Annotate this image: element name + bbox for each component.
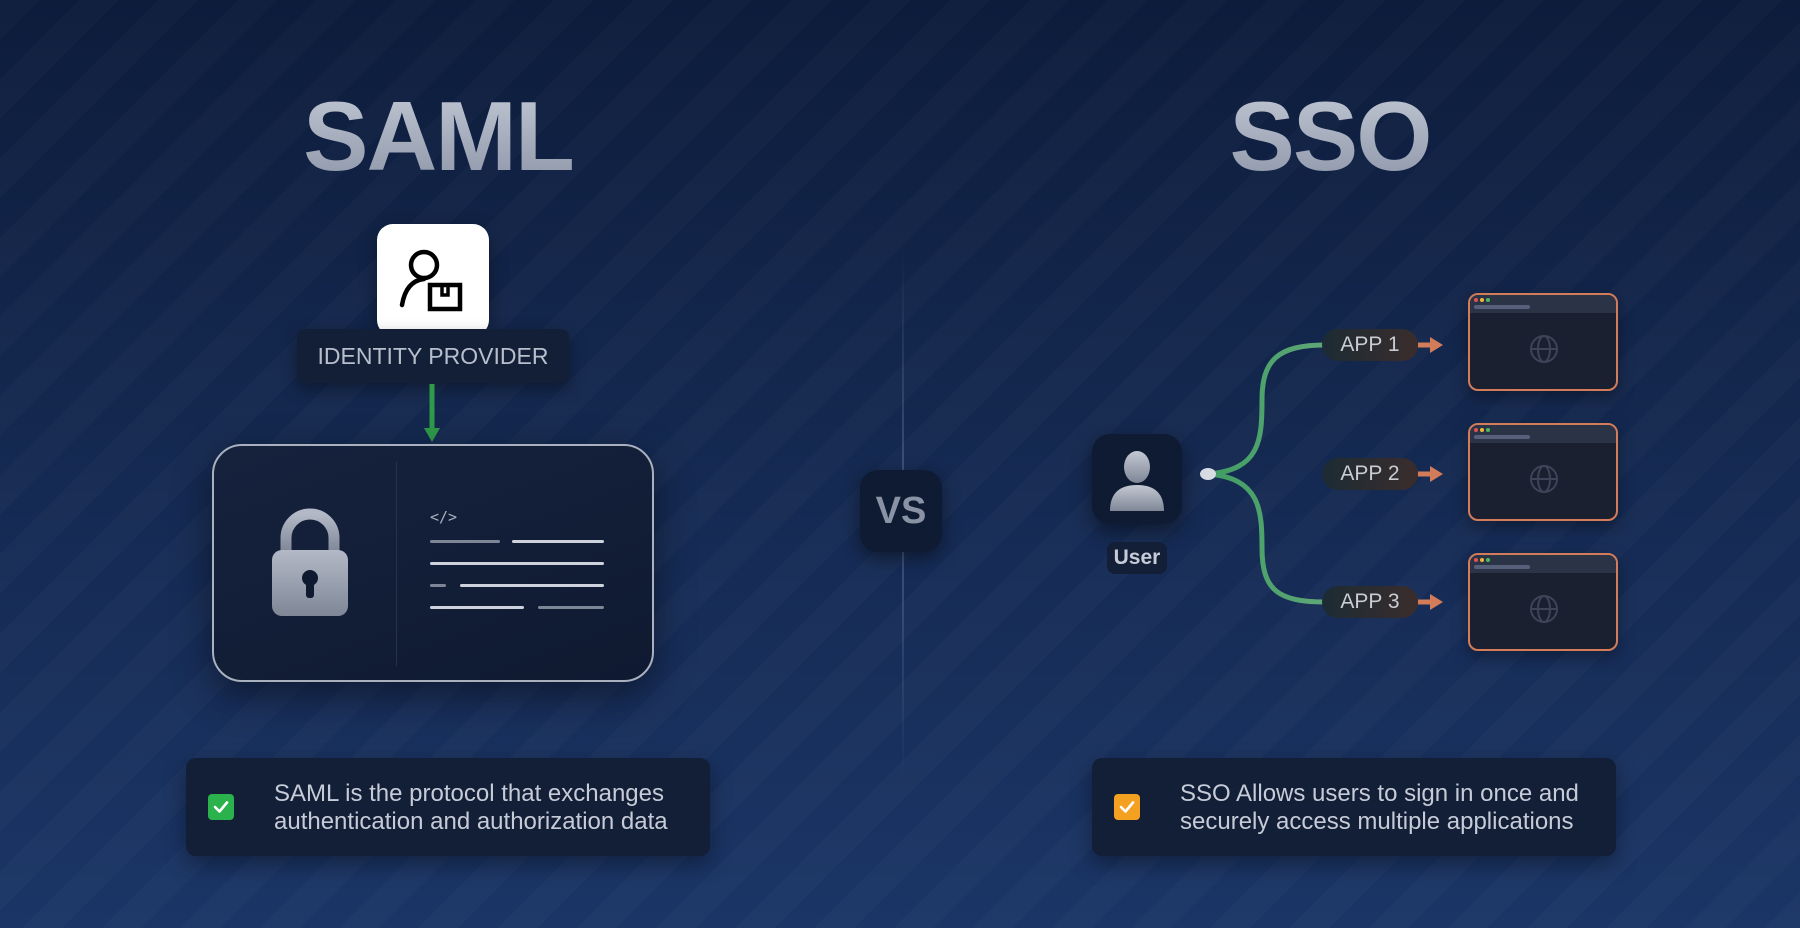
identity-provider-label: IDENTITY PROVIDER xyxy=(297,329,569,383)
sso-note-text: SSO Allows users to sign in once and sec… xyxy=(1180,780,1579,835)
lock-icon xyxy=(272,508,348,616)
sso-note-card: SSO Allows users to sign in once and sec… xyxy=(1092,758,1616,856)
sso-title: SSO xyxy=(1130,80,1530,193)
identity-provider-icon xyxy=(377,224,489,336)
code-line xyxy=(512,540,604,543)
user-icon xyxy=(1110,451,1164,511)
arrow-icon xyxy=(1418,337,1443,353)
user-label: User xyxy=(1107,542,1167,574)
app-window xyxy=(1468,423,1618,521)
app-label: APP 3 xyxy=(1322,586,1418,618)
saml-assertion-card: </> xyxy=(212,444,654,682)
globe-icon xyxy=(1530,595,1558,623)
app-window xyxy=(1468,553,1618,651)
saml-title: SAML xyxy=(238,80,638,193)
down-arrow-icon xyxy=(424,384,440,442)
saml-note-card: SAML is the protocol that exchanges auth… xyxy=(186,758,710,856)
window-title-bar xyxy=(1470,555,1616,573)
check-icon xyxy=(1114,794,1140,820)
user-avatar xyxy=(1092,434,1182,524)
identity-provider-glyph xyxy=(399,249,463,312)
check-icon xyxy=(208,794,234,820)
globe-icon xyxy=(1530,465,1558,493)
app-label: APP 2 xyxy=(1322,458,1418,490)
code-line xyxy=(538,606,604,609)
vs-badge: VS xyxy=(860,470,942,552)
code-line xyxy=(430,584,446,587)
code-line xyxy=(430,606,524,609)
window-title-bar xyxy=(1470,425,1616,443)
arrow-icon xyxy=(1418,466,1443,482)
code-line xyxy=(430,562,604,565)
arrow-icon xyxy=(1418,594,1443,610)
app-window xyxy=(1468,293,1618,391)
code-line xyxy=(460,584,604,587)
window-title-bar xyxy=(1470,295,1616,313)
code-line xyxy=(430,540,500,543)
app-label: APP 1 xyxy=(1322,329,1418,361)
saml-note-text: SAML is the protocol that exchanges auth… xyxy=(274,780,668,835)
globe-icon xyxy=(1530,335,1558,363)
code-icon: </> xyxy=(430,508,458,526)
card-divider xyxy=(396,462,397,666)
